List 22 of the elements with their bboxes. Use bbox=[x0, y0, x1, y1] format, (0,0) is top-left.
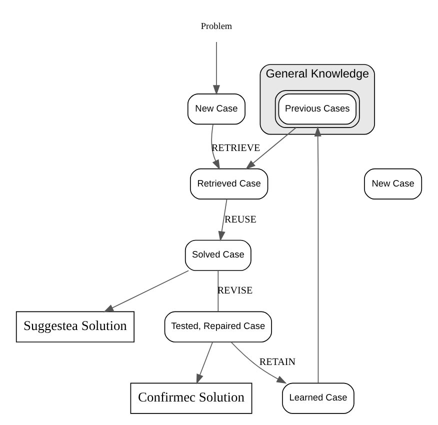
arrow bbox=[196, 342, 213, 384]
node-box: Learned Case bbox=[282, 382, 354, 414]
edge-label: RETAIN bbox=[259, 357, 296, 368]
arrow bbox=[245, 127, 296, 170]
node-box: Tested, Repaired Case bbox=[164, 311, 272, 342]
node-box: New Case bbox=[364, 168, 422, 200]
node-box: Suggestea Solution bbox=[16, 311, 134, 342]
node-box: Solved Case bbox=[184, 240, 252, 271]
edge-label: RETRIEVE bbox=[211, 142, 260, 154]
arrow bbox=[218, 198, 228, 242]
arrow bbox=[314, 126, 322, 384]
node-box: Confirmec Solution bbox=[130, 382, 252, 414]
node-box: Previous Cases bbox=[274, 90, 360, 128]
connector bbox=[218, 270, 219, 312]
node-text: Problem bbox=[200, 21, 232, 32]
arrow bbox=[212, 42, 220, 96]
arrow bbox=[103, 270, 189, 312]
arrow bbox=[211, 124, 220, 170]
arrow bbox=[230, 342, 287, 384]
node-box: Retrieved Case bbox=[190, 168, 268, 200]
edge-label: REUSE bbox=[224, 214, 256, 226]
node-box: New Case bbox=[187, 94, 246, 125]
